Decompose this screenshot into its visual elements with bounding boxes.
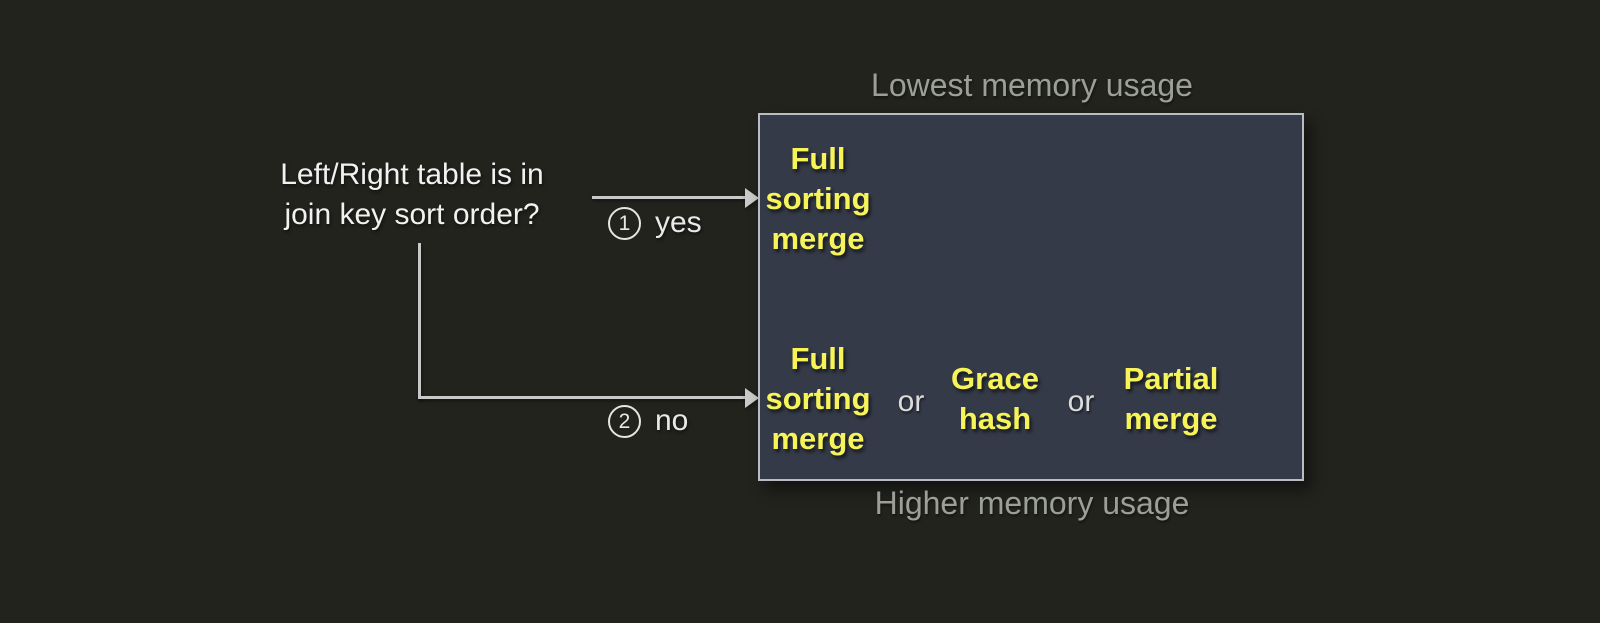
no-branch-horizontal-line <box>418 396 747 399</box>
algo-full-sorting-merge-unsorted: Full sorting merge <box>765 341 871 456</box>
question-line2: join key sort order? <box>284 198 540 231</box>
question-line1: Left/Right table is in <box>280 158 544 191</box>
algo-partial-merge: Partial merge <box>1123 361 1219 436</box>
circled-number-2-icon: 2 <box>608 404 641 438</box>
circled-number-1-icon: 1 <box>608 206 641 240</box>
yes-arrowhead-icon <box>745 188 759 208</box>
algo-grace-hash: Grace hash <box>951 361 1039 436</box>
no-branch-vertical-line <box>418 243 421 399</box>
decision-question: Left/Right table is in join key sort ord… <box>212 155 612 235</box>
branch-yes-label: 1 yes <box>608 206 702 240</box>
no-text: no <box>655 404 689 437</box>
branch-no-label: 2 no <box>608 404 688 438</box>
or-separator-1: or <box>897 385 925 418</box>
yes-branch-line <box>592 196 747 199</box>
yes-text: yes <box>655 206 702 239</box>
higher-memory-label: Higher memory usage <box>874 485 1190 521</box>
no-arrowhead-icon <box>745 388 759 408</box>
or-separator-2: or <box>1067 385 1095 418</box>
algo-full-sorting-merge-sorted: Full sorting merge <box>765 141 871 256</box>
lowest-memory-label: Lowest memory usage <box>871 67 1193 103</box>
algorithms-box: Full sorting merge Full sorting merge or… <box>758 113 1304 481</box>
